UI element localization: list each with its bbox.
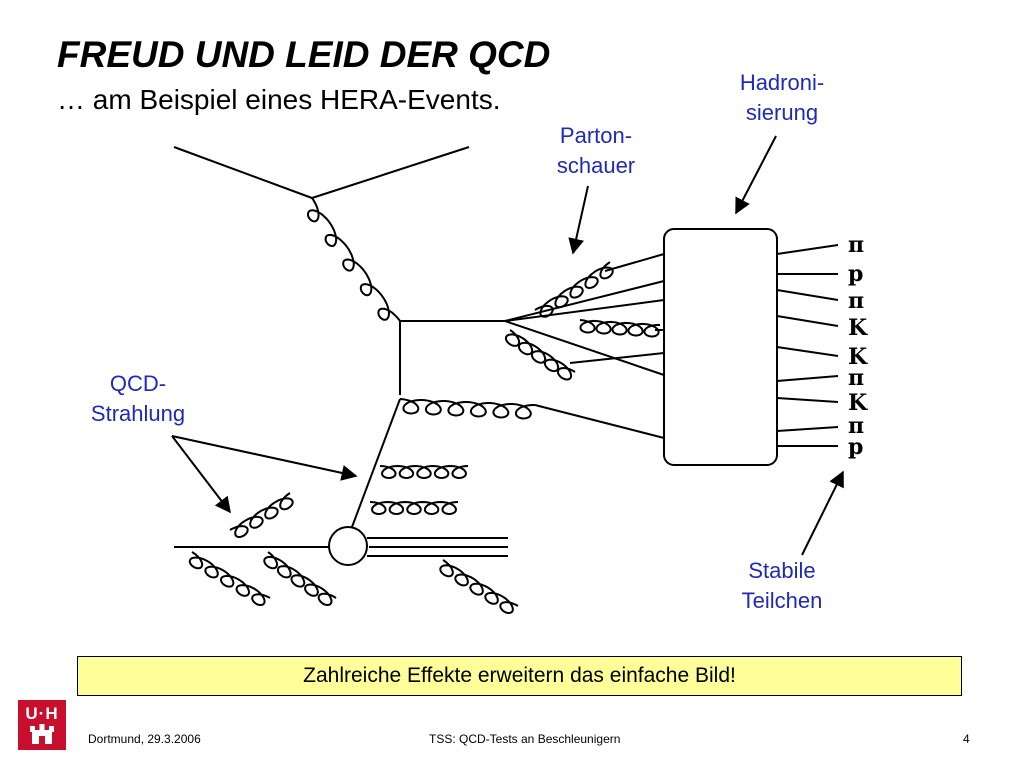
arrow-partonschauer — [568, 185, 589, 255]
university-logo: U·H — [18, 700, 66, 750]
arrow-qcd-1 — [171, 435, 231, 514]
hadron-line — [776, 289, 839, 301]
arrow-qcd-2 — [171, 435, 358, 481]
particle-label: π — [848, 288, 865, 314]
gluon-line — [229, 492, 294, 538]
logo-arms-icon — [30, 724, 54, 744]
gluon-line — [439, 559, 519, 614]
hadron-line — [776, 244, 839, 255]
label-line: Parton- — [559, 123, 633, 148]
proton-blob — [328, 526, 368, 566]
hadron-line — [776, 397, 839, 403]
parton-line — [534, 404, 665, 439]
particle-label: π — [848, 232, 865, 258]
label-line: sierung — [745, 100, 819, 125]
parton-line — [604, 253, 665, 272]
gluon-line — [307, 197, 401, 322]
label-line: Teilchen — [741, 588, 823, 613]
page-number: 4 — [963, 732, 970, 746]
hadron-line — [776, 346, 839, 357]
gluon-line — [504, 329, 576, 381]
particle-label: K — [848, 390, 868, 416]
gluon-line — [263, 551, 337, 607]
gluon-line — [399, 398, 535, 420]
gluon-line — [369, 500, 459, 516]
particle-label: π — [848, 413, 865, 439]
gluon-line — [188, 551, 271, 606]
footer-title: TSS: QCD-Tests an Beschleunigern — [429, 732, 621, 746]
lepton-out-line — [311, 146, 470, 199]
logo-text: U·H — [25, 704, 59, 723]
hadron-line — [776, 426, 839, 432]
gluon-line — [579, 319, 661, 338]
gluon-line — [379, 464, 469, 480]
label-line: Strahlung — [90, 401, 186, 426]
label-line: QCD- — [109, 371, 167, 396]
slide-subtitle: … am Beispiel eines HERA-Events. — [57, 84, 501, 115]
parton-line — [504, 280, 665, 322]
slide-title: FREUD UND LEID DER QCD — [57, 34, 551, 75]
particle-label: K — [848, 344, 868, 370]
arrow-hadronisierung — [735, 135, 777, 215]
label-line: Stabile — [748, 558, 816, 583]
parton-line — [504, 299, 665, 322]
summary-banner: Zahlreiche Effekte erweitern das einfach… — [77, 656, 962, 696]
quark-down-line — [351, 398, 401, 528]
hadronisation-box — [663, 228, 778, 466]
particle-label: π — [848, 365, 865, 391]
gluon-line — [534, 261, 614, 318]
hadron-line — [776, 375, 839, 382]
label-stabile-teilchen: Stabile Teilchen — [722, 556, 842, 616]
hadron-line — [776, 315, 839, 327]
label-hadronisierung: Hadroni- sierung — [727, 68, 837, 128]
lepton-in-line — [173, 146, 313, 199]
particle-label: p — [848, 434, 864, 460]
label-line: Hadroni- — [739, 70, 825, 95]
parton-line — [504, 320, 665, 376]
label-qcd-strahlung: QCD- Strahlung — [73, 369, 203, 429]
label-line: schauer — [556, 153, 636, 178]
footer-date: Dortmund, 29.3.2006 — [88, 732, 201, 746]
arrow-stabile — [801, 470, 844, 556]
label-partonschauer: Parton- schauer — [541, 121, 651, 181]
particle-label: p — [848, 261, 864, 287]
particle-label: K — [848, 315, 868, 341]
